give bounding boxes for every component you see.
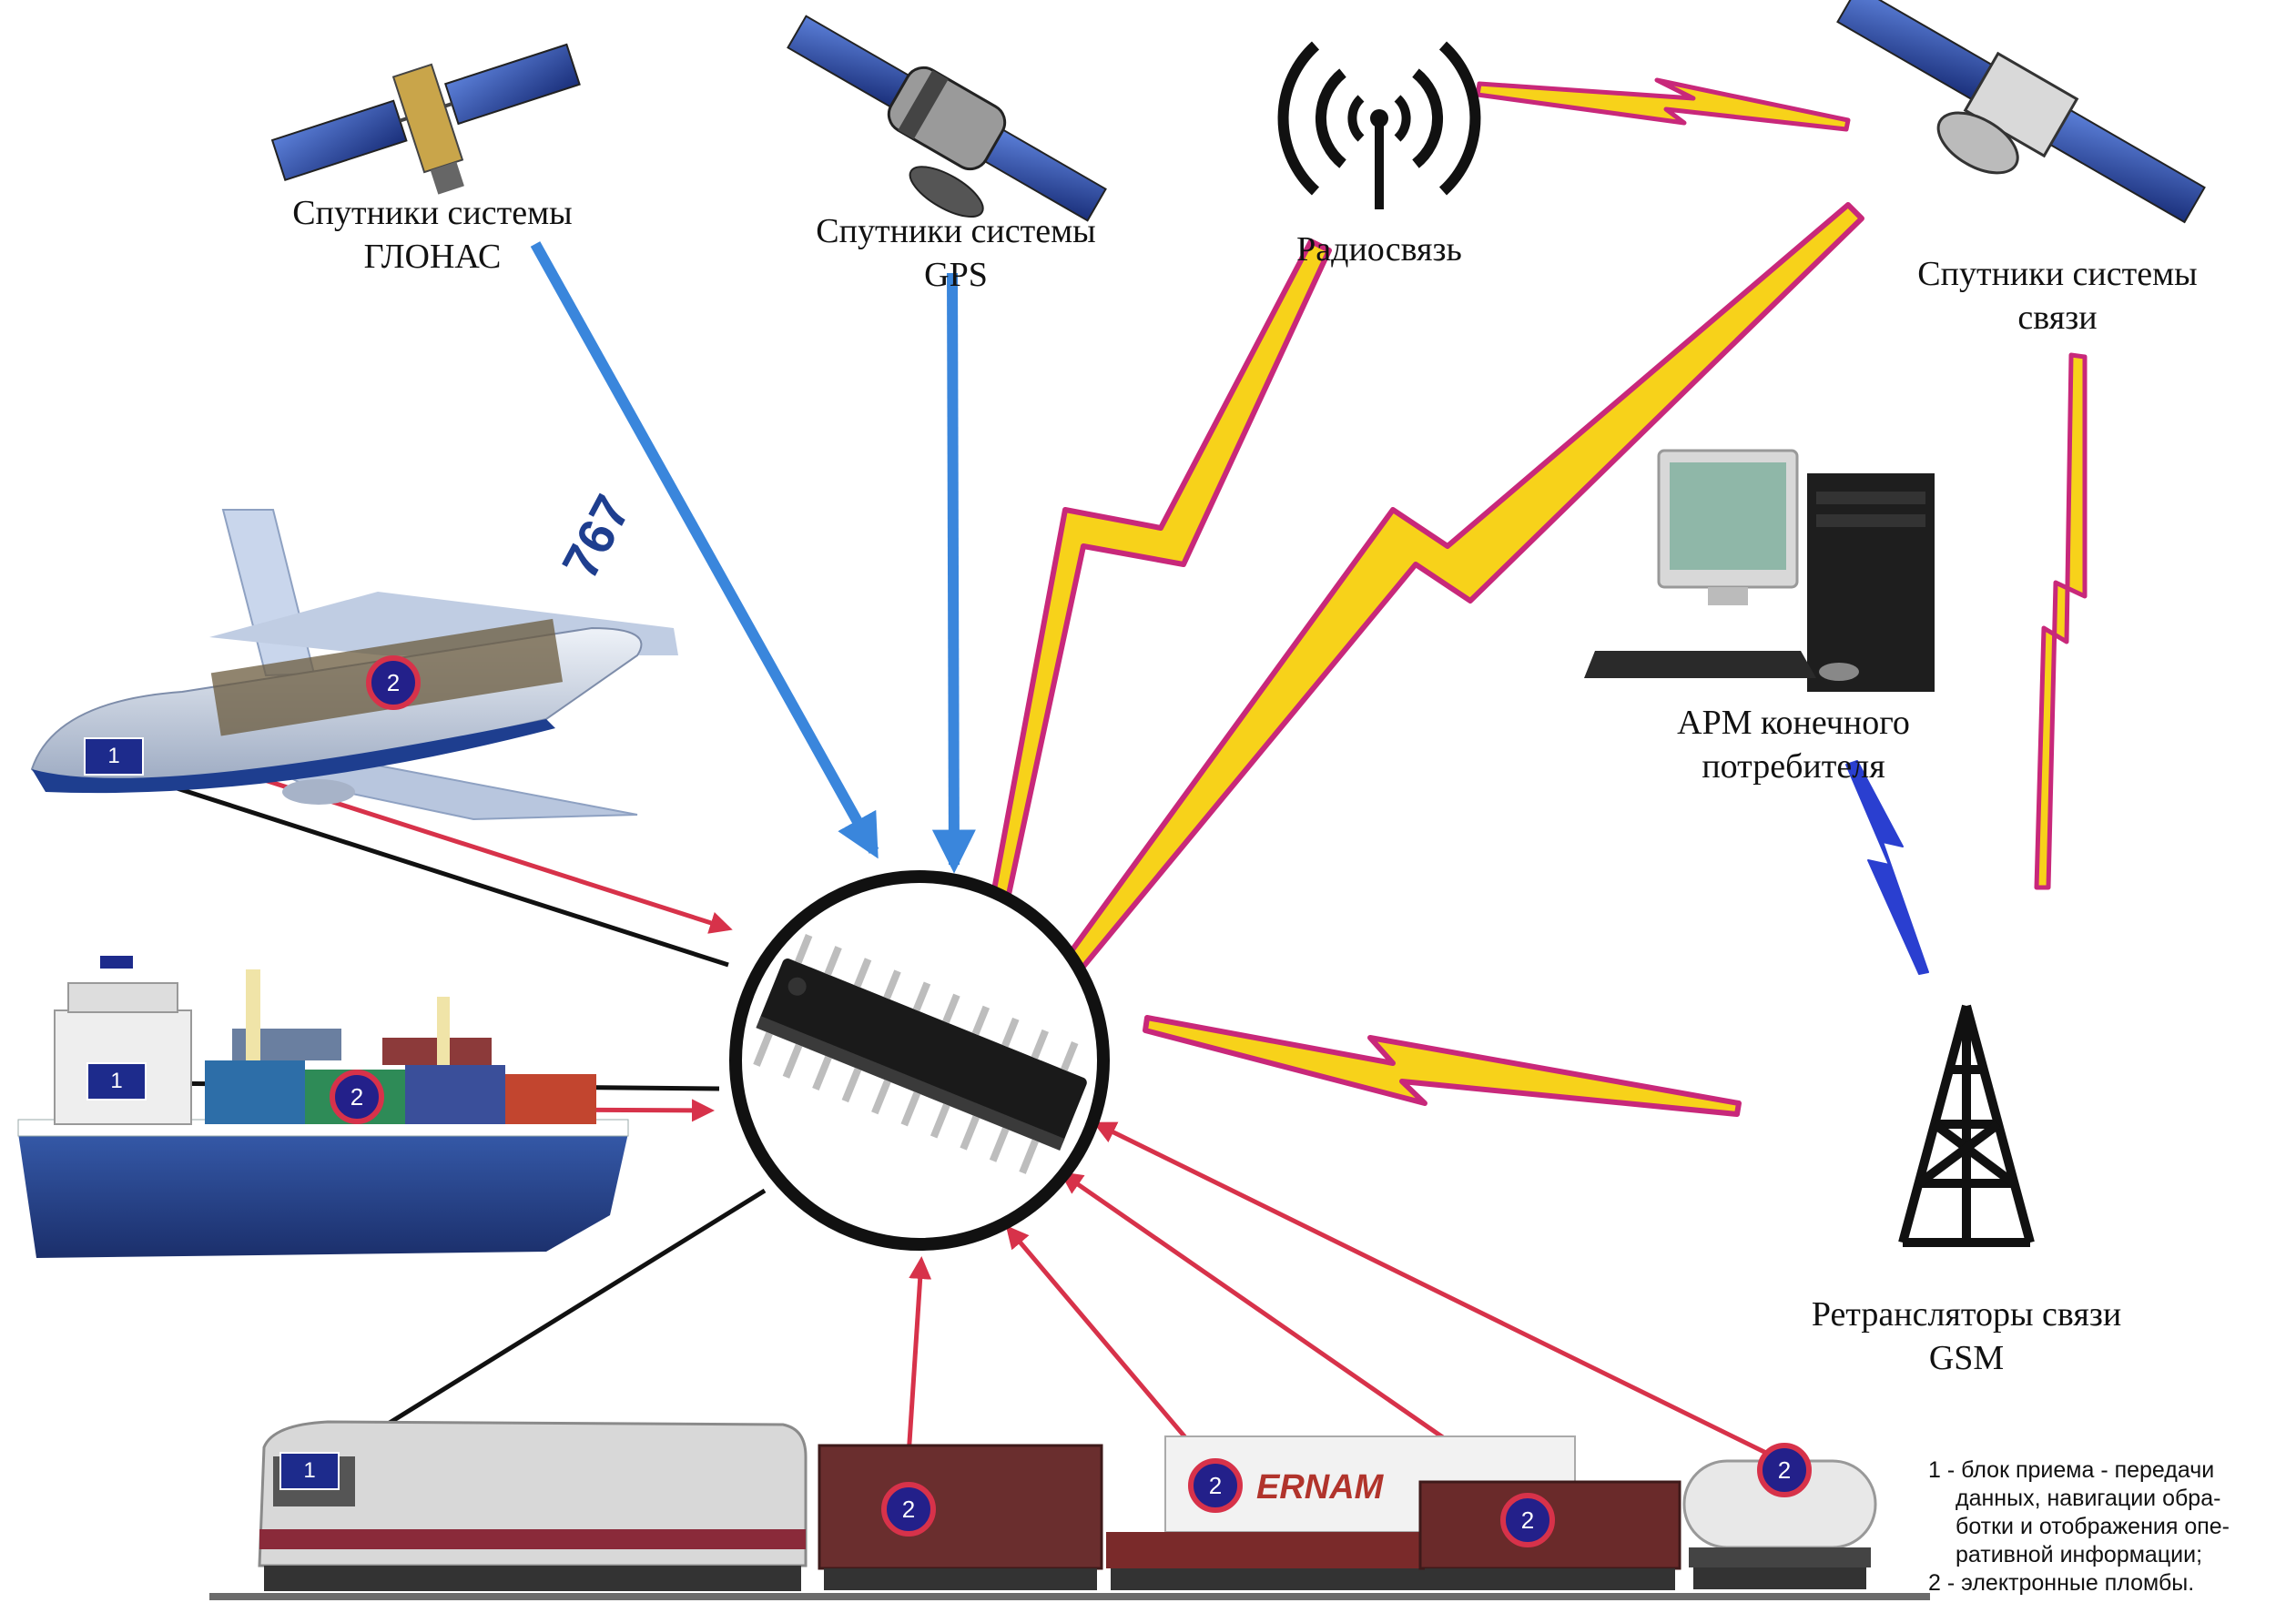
container-ship-icon <box>17 956 629 1258</box>
microchip-icon <box>753 934 1087 1174</box>
gsm-label-line2: GSM <box>1928 1339 2005 1377</box>
legend-line-1: 1 - блок приема - передачи <box>1928 1457 2215 1483</box>
satellite-icon <box>1836 0 2206 224</box>
gps-label-line2: GPS <box>924 256 988 294</box>
seal-badge-boxcar: 2 <box>881 1482 936 1537</box>
seal-badge-flatcar: 2 <box>1188 1458 1243 1513</box>
legend-line-5: 2 - электронные пломбы. <box>1928 1570 2195 1596</box>
satellite-icon <box>270 43 581 195</box>
glonass-label-line2: ГЛОНАС <box>363 238 502 276</box>
unit-badge-airplane: 1 <box>84 737 144 776</box>
gps-label: Спутники системы GPS <box>774 209 1138 297</box>
train-unit-link <box>326 1188 767 1464</box>
flatcar-seal-arrow <box>1005 1225 1202 1456</box>
gsm-label: Ретрансляторы связи GSM <box>1762 1293 2171 1380</box>
arm-label-line1: АРМ конечного <box>1677 704 1910 742</box>
legend-line-2: данных, навигации обра- <box>1956 1486 2221 1511</box>
glonass-label-line1: Спутники системы <box>292 194 573 232</box>
seal-badge-gondola: 2 <box>1500 1493 1555 1547</box>
legend-line-4: ративной информации; <box>1956 1542 2203 1567</box>
arm-label: АРМ конечного потребителя <box>1611 701 1976 788</box>
airplane-tail-text: 767 <box>551 486 641 588</box>
glonass-arrow <box>530 241 879 859</box>
legend-line-3: ботки и отображения опе- <box>1956 1514 2230 1539</box>
computer-icon <box>1584 449 1935 692</box>
train-icon: ERNAM <box>209 1420 1930 1600</box>
comsat-label: Спутники системы связи <box>1875 252 2240 340</box>
lightning-radio-link <box>985 238 1332 931</box>
gsm-label-line1: Ретрансляторы связи <box>1811 1295 2122 1334</box>
radio-label: Радиосвязь <box>1243 228 1516 271</box>
boxcar <box>818 1444 1103 1570</box>
comsat-label-line1: Спутники системы <box>1917 255 2198 293</box>
lightning-gsm-link <box>1143 1015 1742 1117</box>
navigation-arrows <box>530 241 976 874</box>
arm-label-line2: потребителя <box>1702 747 1885 786</box>
seal-badge-airplane: 2 <box>366 655 421 710</box>
hub <box>729 870 1110 1251</box>
unit-badge-ship: 1 <box>86 1062 147 1101</box>
comsat-label-line2: связи <box>2017 299 2098 337</box>
radio-label-line1: Радиосвязь <box>1296 230 1462 269</box>
airplane-unit-link <box>145 776 729 968</box>
seal-badge-ship: 2 <box>330 1070 384 1124</box>
boxcar-seal-arrow <box>906 1256 932 1457</box>
glonass-label: Спутники системы ГЛОНАС <box>250 191 615 279</box>
lightning-radio-comsat <box>1475 77 1851 132</box>
gsm-tower-icon <box>1898 1004 2035 1247</box>
wagon-text: ERNAM <box>1256 1468 1385 1506</box>
lightning-comsat-gsm <box>2034 352 2088 890</box>
gps-label-line1: Спутники системы <box>816 212 1096 250</box>
unit-badge-train: 1 <box>279 1452 340 1490</box>
legend: 1 - блок приема - передачи данных, навиг… <box>1928 1456 2283 1598</box>
gps-arrow <box>931 272 976 874</box>
radio-antenna-icon <box>1277 41 1481 209</box>
lightning-arm-gsm <box>1845 760 1929 975</box>
tank-seal-arrow <box>1092 1121 1775 1459</box>
seal-badge-tank: 2 <box>1757 1443 1812 1497</box>
satellite-icon <box>787 15 1107 222</box>
